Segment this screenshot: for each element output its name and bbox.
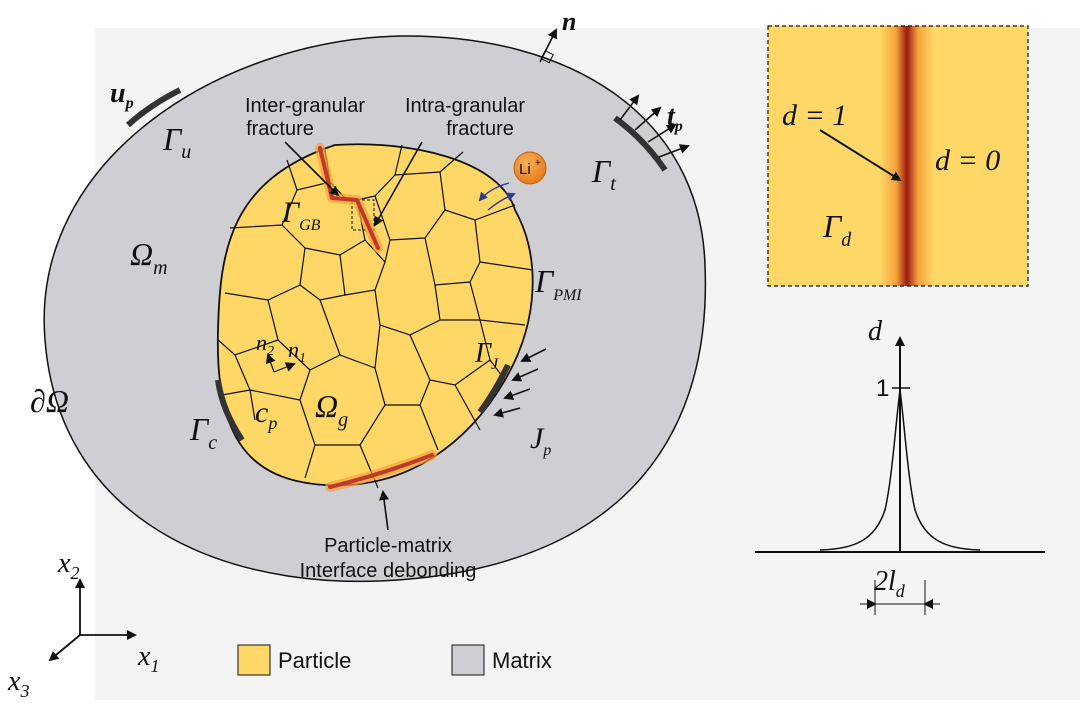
legend-matrix-swatch <box>451 644 485 676</box>
axis-x1-label: x1 <box>137 641 159 676</box>
traction-arrows <box>619 94 690 158</box>
inter-granular-label-line2: fracture <box>246 118 314 140</box>
intra-granular-pointer <box>374 141 423 227</box>
profile-curve <box>819 389 981 551</box>
inset-gamma-d: Γd <box>822 208 852 251</box>
label-normal: n <box>562 7 576 36</box>
legend-particle-label: Particle <box>278 648 351 673</box>
debonding-pointer <box>379 490 390 531</box>
inset-d-equals-0: d = 0 <box>935 144 1000 177</box>
li-flux-arrow-in <box>478 182 510 202</box>
label-gamma-pmi: ΓPMI <box>534 263 582 304</box>
axis-x3-label: x3 <box>7 666 29 701</box>
label-t-p: tp <box>667 101 683 135</box>
boundary-c-segment <box>215 379 245 442</box>
label-boundary-domain: ∂Ω <box>30 383 69 419</box>
axis-x3-arrow <box>48 634 81 662</box>
label-gamma-j: ΓJ <box>474 338 499 373</box>
flux-arrows <box>493 348 547 418</box>
label-omega-g: Ωg <box>315 388 348 431</box>
normal-right-angle <box>540 49 554 64</box>
label-gamma-gb: ΓGB <box>281 196 321 234</box>
boundary-t-segment <box>613 115 668 172</box>
legend-matrix-label: Matrix <box>492 648 552 673</box>
n2-arrow <box>265 353 276 373</box>
crack-paths <box>315 143 437 492</box>
debonding-label-line1: Particle-matrix <box>324 535 452 557</box>
profile-peak-label: 1 <box>876 375 889 402</box>
label-n1: n1 <box>288 337 306 366</box>
label-j-p: Jp <box>530 422 551 459</box>
li-flux-arrow-out <box>487 192 516 211</box>
legend: Particle Matrix <box>237 644 552 676</box>
label-n2: n2 <box>256 330 274 359</box>
li-ion-charge: + <box>535 158 541 169</box>
boundary-j-segment <box>477 363 511 414</box>
zoom-box <box>351 199 375 231</box>
boundary-u-segment <box>125 87 182 128</box>
li-ion-label: Li <box>519 161 531 178</box>
phase-field-inset: d = 1 d = 0 Γd <box>767 25 1029 287</box>
inset-arrow <box>819 129 902 182</box>
legend-particle-swatch <box>237 644 271 676</box>
coordinate-axes <box>48 578 137 662</box>
label-gamma-c: Γc <box>189 411 217 454</box>
n1-arrow <box>273 362 296 373</box>
label-gamma-u: Γu <box>162 121 191 163</box>
damage-profile-plot: d 1 2ld <box>755 316 1045 615</box>
profile-width-label: 2ld <box>874 566 906 601</box>
label-gamma-t: Γt <box>591 153 616 195</box>
axis-x2-label: x2 <box>57 548 79 583</box>
debonding-label-line2: Interface debonding <box>300 560 477 582</box>
label-u-p: up <box>110 78 134 112</box>
intra-granular-label-line2: fracture <box>446 118 514 140</box>
li-ion-icon <box>513 151 547 185</box>
inter-granular-label-line1: Inter-granular <box>245 95 365 117</box>
inset-d-equals-1: d = 1 <box>782 99 847 132</box>
label-omega-m: Ωm <box>130 236 168 279</box>
inter-granular-pointer <box>284 141 340 197</box>
intra-granular-label-line1: Intra-granular <box>405 95 525 117</box>
profile-axis-label: d <box>868 316 883 347</box>
label-c-p: cp <box>255 396 277 433</box>
